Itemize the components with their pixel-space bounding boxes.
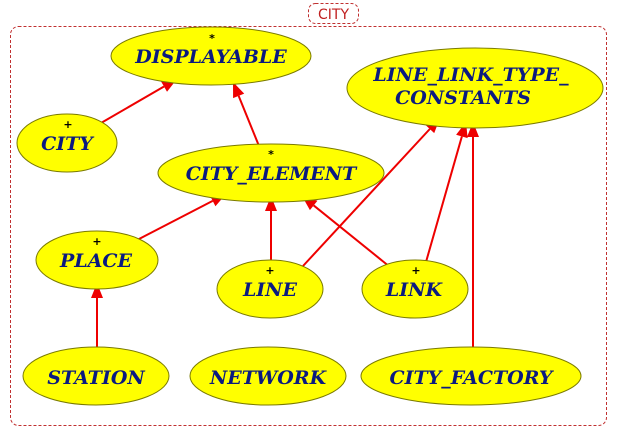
node-place[interactable]: + PLACE (35, 230, 159, 290)
cluster-frame (10, 26, 607, 426)
node-label-network: NETWORK (209, 367, 328, 389)
cluster-tab (308, 3, 359, 24)
deferred-marker: * (268, 148, 274, 161)
edge-line (313, 204, 391, 268)
node-station[interactable]: STATION (22, 346, 170, 406)
arrow-head (467, 122, 479, 137)
edge-line (100, 85, 165, 124)
node-label-station: STATION (47, 367, 145, 389)
edge-city-to-displayable (100, 79, 177, 124)
edge-line (138, 200, 214, 240)
edge-link-to-city-element (302, 196, 391, 268)
arrow-head (265, 196, 277, 211)
arrow-head (233, 82, 245, 99)
effective-marker: + (411, 264, 420, 277)
node-network[interactable]: NETWORK (189, 346, 347, 406)
edge-city-factory-to-line-link-type-constants (467, 122, 479, 348)
node-label-city: CITY (41, 133, 95, 155)
node-city-factory[interactable]: CITY_FACTORY (360, 346, 582, 406)
edge-link-to-line-link-type-constants (425, 122, 468, 263)
edge-line (237, 95, 260, 147)
arrow-head (91, 283, 103, 298)
edge-line (302, 128, 431, 267)
node-link[interactable]: + LINK (361, 259, 469, 319)
node-displayable[interactable]: * DISPLAYABLE (110, 26, 312, 86)
deferred-marker: * (209, 32, 215, 45)
edge-line-to-city-element (265, 196, 277, 261)
edge-line (425, 136, 463, 263)
effective-marker: + (63, 118, 72, 131)
cluster-title: CITY (318, 7, 349, 23)
node-label-place: PLACE (59, 250, 133, 272)
node-label-city-factory: CITY_FACTORY (390, 367, 555, 389)
node-label-link: LINK (385, 279, 444, 301)
node-label-line-link-type-2: CONSTANTS (395, 87, 531, 109)
effective-marker: + (92, 235, 101, 248)
node-label-displayable: DISPLAYABLE (134, 46, 287, 68)
node-line[interactable]: + LINE (216, 259, 324, 319)
node-line-link-type-constants[interactable]: LINE_LINK_TYPE_ CONSTANTS (346, 47, 604, 129)
effective-marker: + (265, 264, 274, 277)
node-label-line: LINE (242, 279, 298, 301)
edge-station-to-place (91, 283, 103, 349)
edge-place-to-city-element (138, 194, 226, 240)
node-city-element[interactable]: * CITY_ELEMENT (157, 143, 385, 203)
node-label-line-link-type-1: LINE_LINK_TYPE_ (372, 64, 569, 86)
edge-city-element-to-displayable (233, 82, 260, 147)
node-label-city-element: CITY_ELEMENT (186, 163, 358, 185)
node-city[interactable]: + CITY (16, 113, 118, 173)
